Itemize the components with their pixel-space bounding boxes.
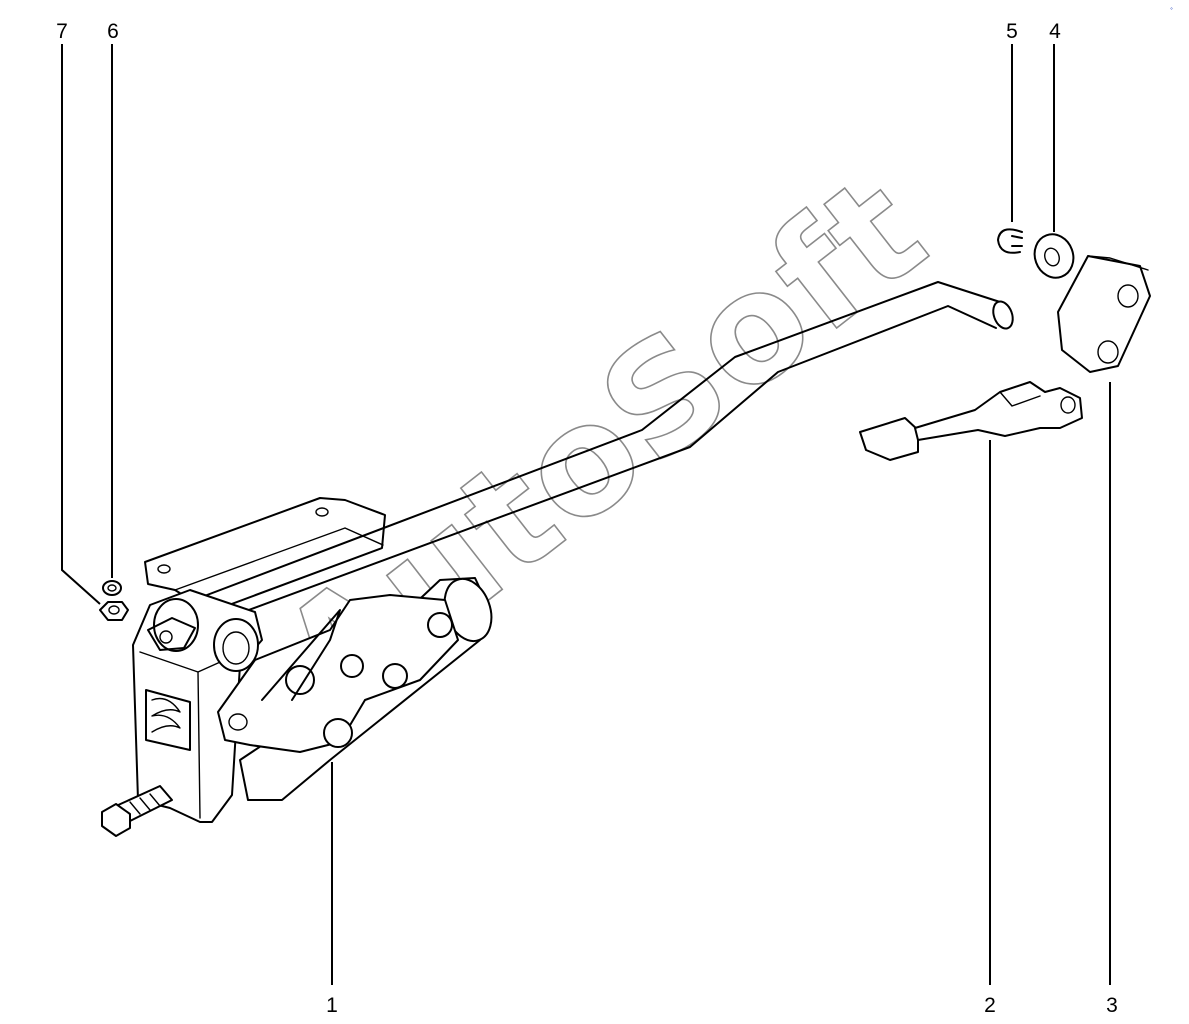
mounting-bracket [144, 497, 386, 613]
rod-bracket-clip [859, 381, 1083, 461]
callout-4: 4 [1049, 20, 1061, 43]
callout-5: 5 [1006, 20, 1018, 43]
corner-mark: ° [1170, 7, 1173, 14]
leader-lines [61, 44, 1111, 985]
rubber-bushing [1057, 255, 1151, 373]
callout-2: 2 [984, 994, 996, 1017]
lock-nut [102, 580, 122, 596]
callout-6: 6 [107, 20, 119, 43]
regulator-assembly [101, 577, 493, 837]
circlip [997, 228, 1023, 254]
callout-1: 1 [326, 994, 338, 1017]
callout-7: 7 [56, 20, 68, 43]
hex-nut [99, 601, 129, 621]
callout-3: 3 [1106, 994, 1118, 1017]
callouts: 1 2 3 4 5 6 7 [56, 20, 1118, 1017]
leader-7 [61, 44, 101, 605]
long-rod [177, 281, 1014, 629]
washer [1033, 233, 1075, 279]
